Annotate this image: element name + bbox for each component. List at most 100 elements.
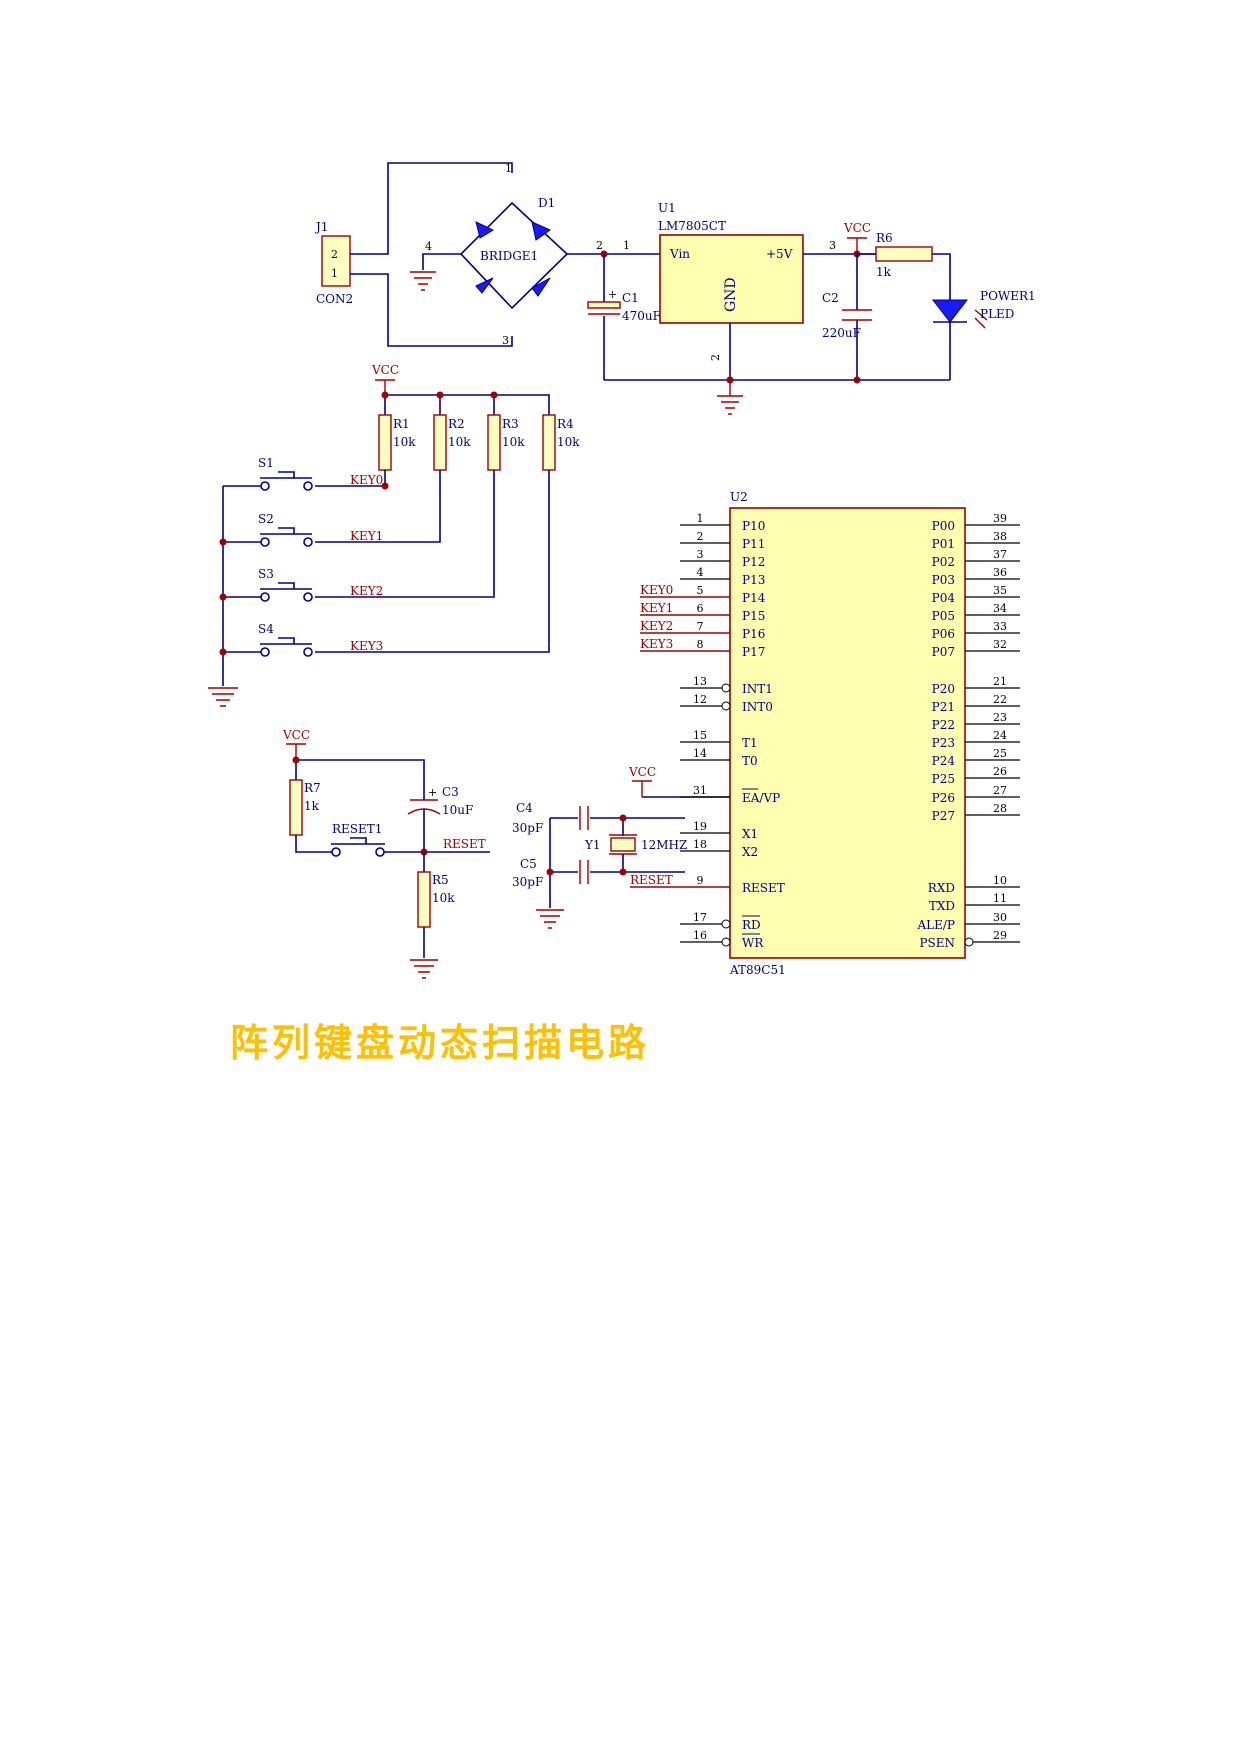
led-type-label: PLED bbox=[980, 307, 1014, 321]
bridge-rectifier bbox=[459, 201, 569, 310]
u2-pin-inversion-bubble bbox=[721, 683, 731, 693]
u2-pin-inversion-bubble bbox=[721, 937, 731, 947]
c2-value-label: 220uF bbox=[822, 326, 861, 340]
u2-pin-number: 21 bbox=[993, 675, 1007, 688]
u2-pin-number: 39 bbox=[993, 512, 1007, 525]
u2-pin-number: 3 bbox=[697, 548, 704, 561]
u2-pin-name: P23 bbox=[932, 736, 955, 750]
u2-pin-number: 12 bbox=[693, 693, 707, 706]
c3-plus-label: + bbox=[428, 786, 437, 799]
u2-net-label: KEY2 bbox=[640, 619, 673, 633]
wire-c4 bbox=[549, 817, 685, 908]
u2-pin-name: P03 bbox=[932, 573, 955, 587]
clock-section: C4 30pF C5 30pF Y1 12MHZ VCC bbox=[512, 765, 730, 929]
s1-switch bbox=[260, 471, 313, 491]
u2-pin-number: 11 bbox=[993, 892, 1007, 905]
reset-section: VCC R7 1k + C3 10uF RESET1 RESET R5 10k bbox=[282, 728, 490, 979]
vcc-label-power: VCC bbox=[843, 221, 871, 235]
junction-dot bbox=[219, 593, 227, 601]
r6-ref-label: R6 bbox=[876, 231, 893, 245]
bridge-diode-bl bbox=[475, 277, 494, 294]
ground-symbol-clock bbox=[536, 909, 564, 929]
u2-pin-name: P04 bbox=[932, 591, 956, 605]
u2-pin-name: P01 bbox=[932, 537, 955, 551]
r5-resistor bbox=[417, 871, 431, 928]
c2-ref-label: C2 bbox=[822, 291, 839, 305]
u2-pin-name: X1 bbox=[742, 827, 758, 841]
u2-pin-name: P15 bbox=[742, 609, 765, 623]
u2-pin-name: P10 bbox=[742, 519, 765, 533]
u2-pin-name: EA/VP bbox=[742, 791, 780, 805]
junction-dot bbox=[219, 648, 227, 656]
u1-vout-label: +5V bbox=[766, 247, 793, 261]
power-led-diode bbox=[931, 299, 969, 323]
c5-value-label: 30pF bbox=[512, 875, 543, 889]
u2-pin-number: 10 bbox=[993, 874, 1007, 887]
u2-ref-label: U2 bbox=[730, 490, 748, 504]
u2-net-label: KEY1 bbox=[640, 601, 673, 615]
c3-ref-label: C3 bbox=[442, 785, 459, 799]
u2-pin-name: RD bbox=[742, 918, 761, 932]
c4-capacitor bbox=[579, 806, 589, 830]
u2-pin-number: 7 bbox=[697, 620, 704, 633]
vcc-symbol-power bbox=[847, 237, 867, 254]
power-led-cathode bbox=[933, 321, 967, 380]
bridge-pin2-label: 2 bbox=[596, 239, 603, 252]
u2-pin-number: 4 bbox=[697, 566, 704, 579]
r6-value-label: 1k bbox=[876, 265, 892, 279]
u2-pin-name: P24 bbox=[932, 754, 956, 768]
u2-net-label: KEY3 bbox=[640, 637, 673, 651]
s2-ref-label: S2 bbox=[258, 512, 274, 526]
y1-value-label: 12MHZ bbox=[641, 838, 687, 852]
u2-pin-number: 30 bbox=[993, 911, 1007, 924]
s3-switch bbox=[260, 582, 313, 602]
bridge-diode-tr bbox=[531, 221, 552, 241]
s4-ref-label: S4 bbox=[258, 622, 274, 636]
bridge-pin1-label: 1 bbox=[505, 162, 512, 175]
junction-dot bbox=[436, 391, 444, 399]
wire-key1 bbox=[315, 470, 441, 543]
r7-ref-label: R7 bbox=[304, 781, 321, 795]
u2-pin-name: P22 bbox=[932, 718, 955, 732]
u2-pin-number: 28 bbox=[993, 802, 1007, 815]
u1-vin-label: Vin bbox=[669, 247, 690, 261]
r5-value-label: 10k bbox=[432, 891, 455, 905]
u2-pin-number: 34 bbox=[993, 602, 1007, 615]
led-light-arrows bbox=[974, 309, 988, 329]
vcc-symbol-ea bbox=[632, 780, 652, 797]
c4-ref-label: C4 bbox=[516, 801, 533, 815]
r2-value-label: 10k bbox=[448, 435, 471, 449]
r7-resistor bbox=[289, 779, 303, 836]
net-key2-label: KEY2 bbox=[350, 584, 383, 598]
u2-net-label: RESET bbox=[630, 873, 673, 887]
u2-pin-name: P25 bbox=[932, 772, 955, 786]
u2-pin-name: T0 bbox=[742, 754, 758, 768]
net-reset-label-left: RESET bbox=[443, 837, 486, 851]
wire-bridge-ground bbox=[422, 253, 461, 270]
junction-dot bbox=[853, 376, 861, 384]
j1-pin1-label: 1 bbox=[331, 267, 338, 280]
u2-pin-number: 29 bbox=[993, 929, 1007, 942]
u2-pin-number: 23 bbox=[993, 711, 1007, 724]
circuit-schematic: J1 2 1 CON2 1 3 D1 BRIDGE1 4 2 1 + C1 bbox=[208, 162, 1036, 979]
u2-pin-name: P05 bbox=[932, 609, 955, 623]
u2-pin-name: P13 bbox=[742, 573, 765, 587]
u2-pin-inversion-bubble bbox=[721, 919, 731, 929]
u2-pin-name: TXD bbox=[929, 899, 955, 913]
vcc-label-ea: VCC bbox=[628, 765, 656, 779]
ground-symbol-bridge bbox=[410, 271, 436, 291]
u2-pin-name: P02 bbox=[932, 555, 955, 569]
u2-pin-number: 14 bbox=[693, 747, 707, 760]
u2-pin-name: P21 bbox=[932, 700, 955, 714]
bridge-diode-tl bbox=[475, 221, 495, 239]
u2-pin-number: 16 bbox=[693, 929, 707, 942]
vcc-label-reset: VCC bbox=[282, 728, 310, 742]
r2-resistor bbox=[433, 414, 447, 471]
u2-pin-number: 27 bbox=[993, 784, 1007, 797]
c1-plus-label: + bbox=[608, 288, 617, 301]
u2-pin-number: 18 bbox=[693, 838, 707, 851]
c3-value-label: 10uF bbox=[442, 803, 473, 817]
junction-dot bbox=[381, 391, 389, 399]
u2-pin-inversion-bubble bbox=[721, 701, 731, 711]
c1-value-label: 470uF bbox=[622, 309, 661, 323]
